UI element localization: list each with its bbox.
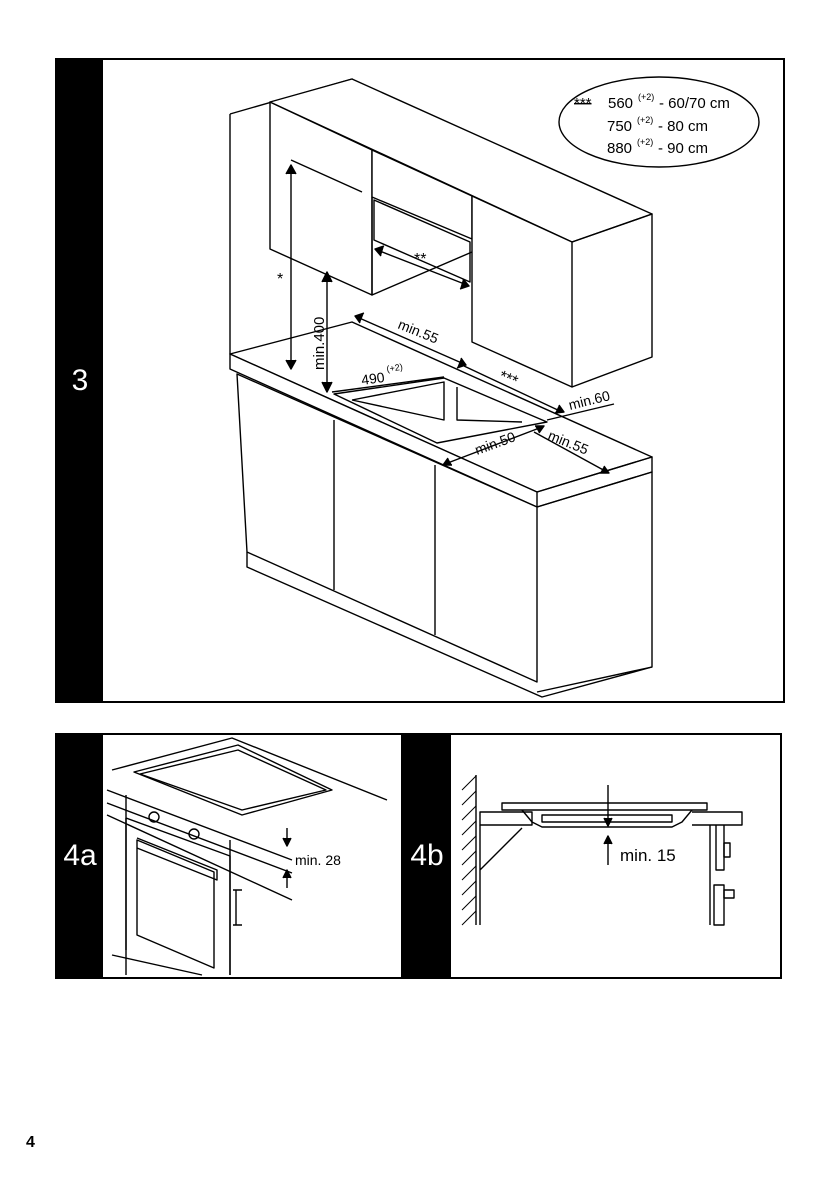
page-number: 4 bbox=[26, 1134, 35, 1152]
legend-line1-rest: - 60/70 cm bbox=[659, 95, 730, 112]
dim-triple-star-label: *** bbox=[497, 368, 521, 391]
cabinet-handle bbox=[233, 890, 242, 925]
panel-4a: 4a min. 28 bbox=[55, 733, 403, 979]
legend-line1-sup: (+2) bbox=[638, 92, 654, 102]
dim-min400-label: min.400 bbox=[311, 317, 328, 370]
dim-min15-label: min. 15 bbox=[620, 846, 676, 865]
panel-3: 3 bbox=[55, 58, 785, 703]
dim-min28-label: min. 28 bbox=[295, 852, 341, 868]
cabinet-rail bbox=[480, 825, 522, 925]
dim-double-star-label: ** bbox=[414, 251, 426, 268]
panel-4b-label-tab: 4b bbox=[403, 735, 451, 977]
dim-star-label: * bbox=[277, 271, 283, 288]
hob-section bbox=[502, 803, 707, 810]
legend-line3-rest: - 90 cm bbox=[658, 140, 708, 157]
legend-line2-value: 750 bbox=[607, 118, 632, 135]
dim-min60-label: min.60 bbox=[567, 387, 612, 413]
panel-4b: 4b min. 15 bbox=[401, 733, 782, 979]
dim-min55-top-label: min.55 bbox=[396, 316, 441, 347]
oven-hob-diagram: min. 28 bbox=[103, 735, 403, 977]
legend-line2-sup: (+2) bbox=[637, 115, 653, 125]
panel-4b-label: 4b bbox=[410, 839, 443, 873]
worktop-section bbox=[480, 812, 532, 825]
kitchen-installation-diagram: * ** min.400 min.55 490 (+2) *** min.60 … bbox=[57, 60, 783, 701]
hob-section-diagram: min. 15 bbox=[451, 735, 782, 977]
legend-line2-rest: - 80 cm bbox=[658, 118, 708, 135]
dim-490-label: 490 bbox=[360, 369, 386, 388]
legend-line3-value: 880 bbox=[607, 140, 632, 157]
legend-line3-sup: (+2) bbox=[637, 137, 653, 147]
legend-mark: *** bbox=[574, 95, 592, 112]
panel-4a-label: 4a bbox=[63, 839, 96, 873]
panel-4a-label-tab: 4a bbox=[57, 735, 103, 977]
legend-line1-value: 560 bbox=[608, 95, 633, 112]
